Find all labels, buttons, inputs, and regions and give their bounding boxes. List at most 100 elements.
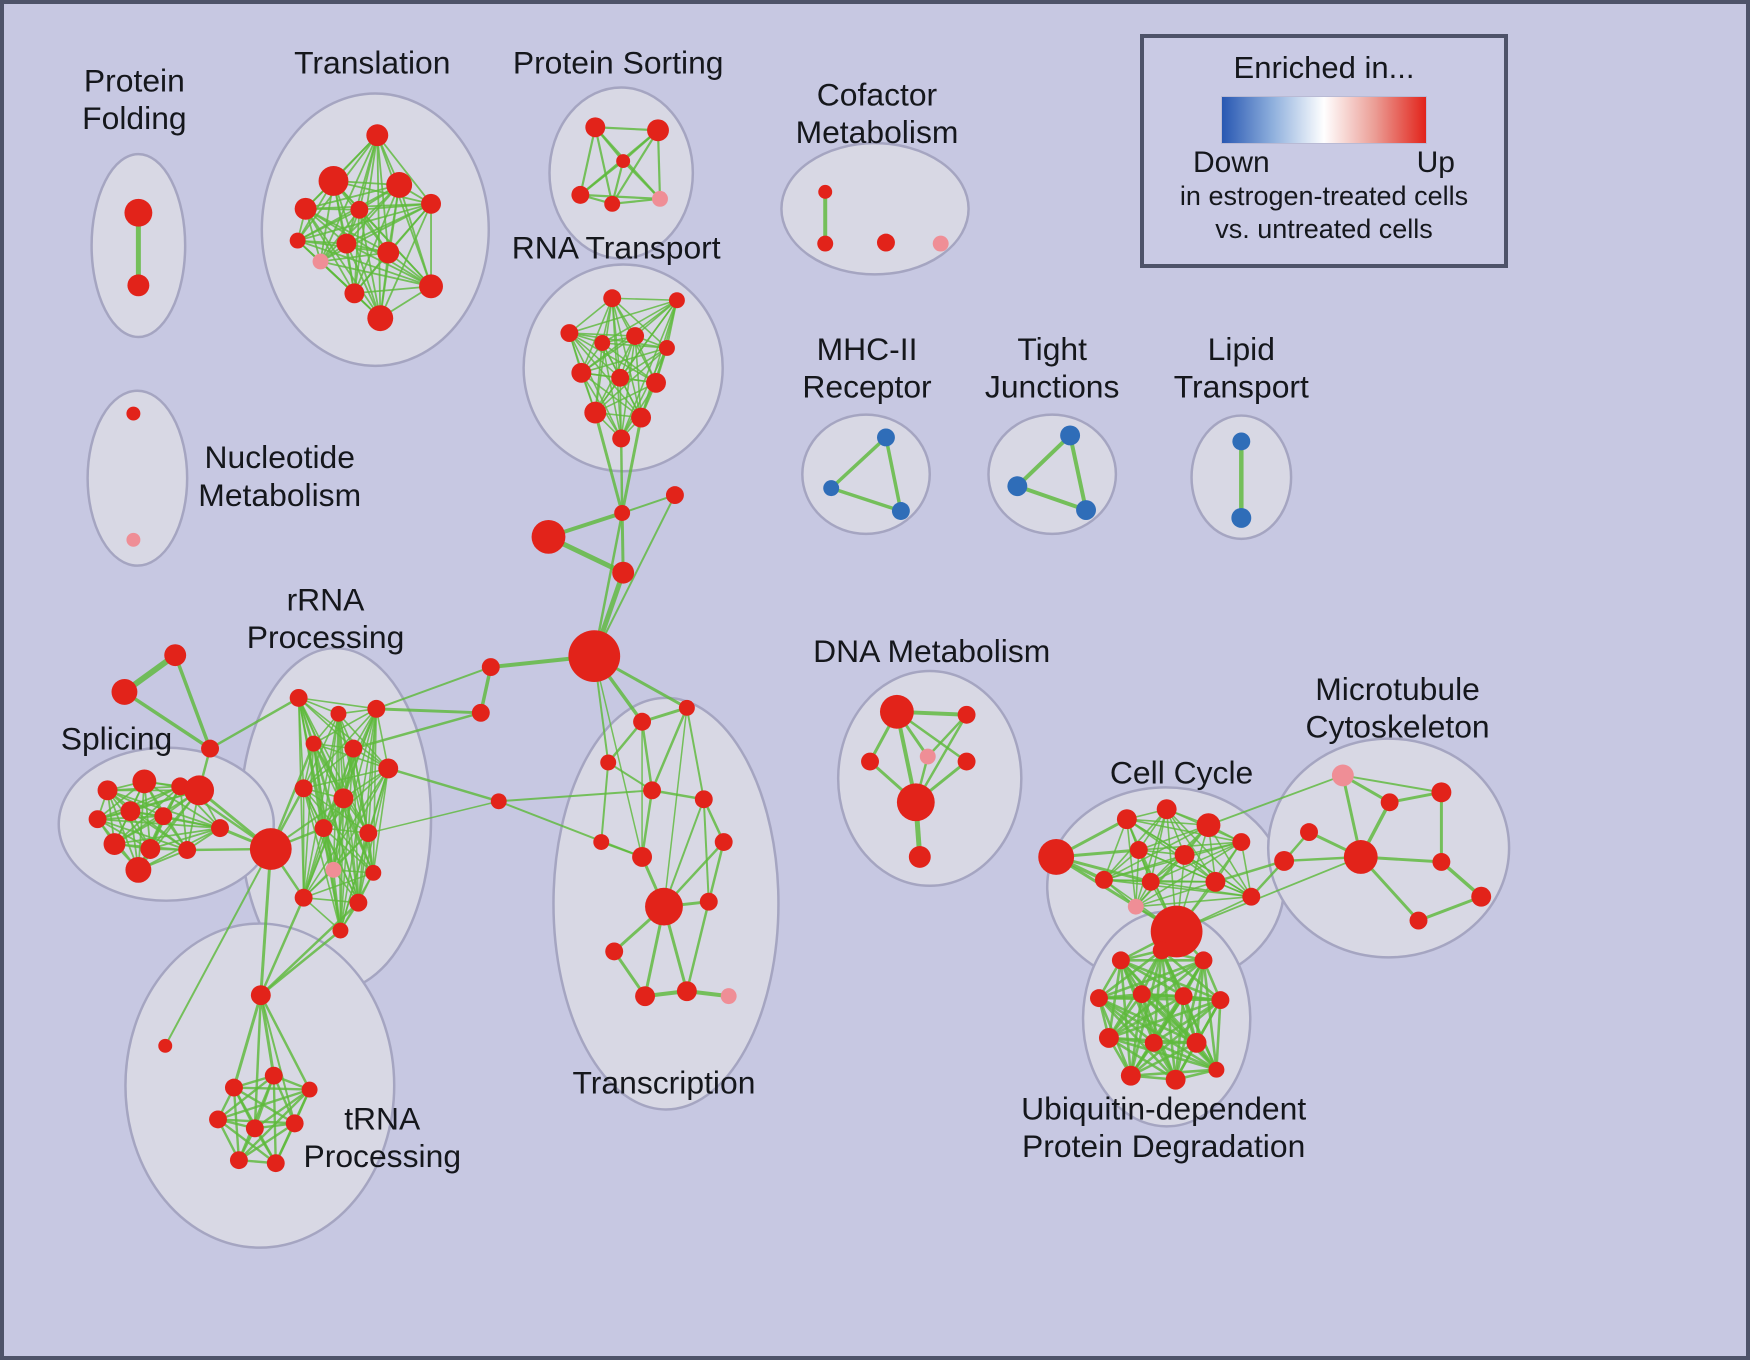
legend-updown-row: Down Up bbox=[1193, 146, 1455, 180]
network-node-MC1 bbox=[1331, 764, 1354, 787]
cluster-ellipse-cofactor-metabolism bbox=[780, 141, 970, 276]
network-edge bbox=[297, 697, 305, 898]
network-edge bbox=[302, 768, 389, 899]
network-node-MC5 bbox=[1343, 840, 1378, 874]
network-edge bbox=[594, 127, 614, 205]
network-edge bbox=[650, 707, 689, 791]
network-edge bbox=[702, 799, 710, 902]
network-edge bbox=[1098, 997, 1155, 1044]
network-node-TJ3 bbox=[1076, 500, 1096, 520]
network-node-U12 bbox=[1165, 1069, 1186, 1090]
network-edge bbox=[640, 721, 654, 791]
network-edge bbox=[579, 160, 624, 196]
network-node-MC3 bbox=[1431, 782, 1452, 803]
network-edge bbox=[333, 180, 432, 205]
network-node-RP2 bbox=[330, 705, 347, 722]
cluster-ellipse-tight-junctions bbox=[987, 413, 1118, 536]
cluster-ellipse-mhc-ii-receptor bbox=[801, 413, 931, 536]
network-edge bbox=[302, 827, 325, 898]
cluster-label-dna-metabolism: DNA Metabolism bbox=[813, 633, 1050, 669]
network-edge bbox=[1182, 995, 1218, 1071]
network-edge bbox=[353, 184, 401, 294]
network-node-TC5 bbox=[694, 790, 713, 809]
network-node-TP5 bbox=[245, 1119, 264, 1138]
network-node-RP4 bbox=[305, 735, 322, 752]
network-edge bbox=[320, 203, 432, 263]
network-edge bbox=[1126, 818, 1216, 883]
network-edge bbox=[830, 486, 902, 513]
network-edge bbox=[97, 785, 181, 821]
network-node-TP1 bbox=[224, 1078, 243, 1097]
network-edge bbox=[368, 800, 499, 834]
network-node-R10 bbox=[584, 401, 607, 424]
network-edge bbox=[611, 297, 668, 349]
network-edge bbox=[594, 382, 657, 414]
network-edge bbox=[663, 798, 705, 908]
network-edge bbox=[387, 767, 500, 803]
network-node-T8 bbox=[312, 253, 329, 270]
network-edge bbox=[1126, 818, 1242, 843]
network-node-MC6 bbox=[1432, 852, 1451, 871]
network-node-TC10 bbox=[605, 942, 624, 961]
network-edge bbox=[593, 412, 624, 514]
network-node-RP7 bbox=[294, 779, 313, 798]
network-node-U9 bbox=[1144, 1033, 1163, 1052]
network-edge bbox=[322, 827, 342, 931]
network-edge bbox=[322, 827, 374, 874]
network-node-TP7 bbox=[229, 1151, 248, 1170]
network-node-CC3 bbox=[1156, 799, 1177, 820]
network-edge bbox=[1103, 879, 1216, 883]
network-node-TP8 bbox=[266, 1154, 285, 1173]
network-node-RP15 bbox=[365, 864, 382, 881]
network-edge bbox=[685, 901, 710, 992]
network-edge bbox=[1129, 999, 1222, 1077]
network-edge bbox=[272, 1075, 277, 1164]
network-node-MC7 bbox=[1471, 886, 1492, 907]
network-edge bbox=[1138, 824, 1209, 851]
network-node-CCM bbox=[1274, 850, 1295, 871]
network-node-S10 bbox=[125, 856, 152, 883]
network-node-R9 bbox=[646, 372, 666, 393]
network-node-U10 bbox=[1186, 1032, 1207, 1053]
network-edge bbox=[1138, 841, 1242, 851]
legend-title: Enriched in... bbox=[1233, 50, 1415, 85]
network-edge bbox=[303, 708, 377, 789]
network-edge bbox=[594, 347, 668, 414]
network-edge bbox=[1240, 841, 1253, 897]
network-edge bbox=[612, 197, 661, 205]
network-edge bbox=[640, 790, 654, 858]
network-node-R6 bbox=[658, 340, 675, 356]
network-edge bbox=[1098, 949, 1163, 1000]
cluster-label-splicing: Splicing bbox=[61, 721, 173, 757]
network-edge bbox=[372, 708, 378, 873]
network-node-RP13 bbox=[349, 893, 368, 912]
network-node-N1 bbox=[126, 406, 141, 421]
network-node-RP14 bbox=[332, 922, 349, 939]
network-node-TC13 bbox=[720, 988, 737, 1005]
network-node-S7 bbox=[103, 833, 126, 855]
network-node-M1 bbox=[876, 428, 895, 447]
network-edge bbox=[1176, 856, 1362, 933]
network-edge bbox=[1215, 859, 1285, 883]
network-edge bbox=[342, 798, 375, 874]
network-edge bbox=[593, 655, 643, 858]
network-edge bbox=[1174, 996, 1185, 1080]
network-node-CC1 bbox=[1038, 839, 1075, 875]
network-node-T5 bbox=[386, 172, 413, 198]
network-node-TP0 bbox=[250, 985, 271, 1006]
network-node-N2 bbox=[126, 532, 141, 547]
network-edge bbox=[97, 789, 200, 821]
network-node-S11 bbox=[211, 819, 229, 838]
network-node-U1 bbox=[1111, 951, 1130, 970]
network-node-H2 bbox=[249, 828, 292, 870]
network-edge bbox=[297, 184, 400, 242]
network-edge bbox=[358, 209, 382, 319]
network-edge bbox=[620, 335, 636, 439]
network-edge bbox=[375, 708, 390, 769]
network-node-U3 bbox=[1194, 951, 1213, 970]
network-node-TC12 bbox=[676, 981, 697, 1002]
network-node-PS2 bbox=[647, 119, 669, 142]
